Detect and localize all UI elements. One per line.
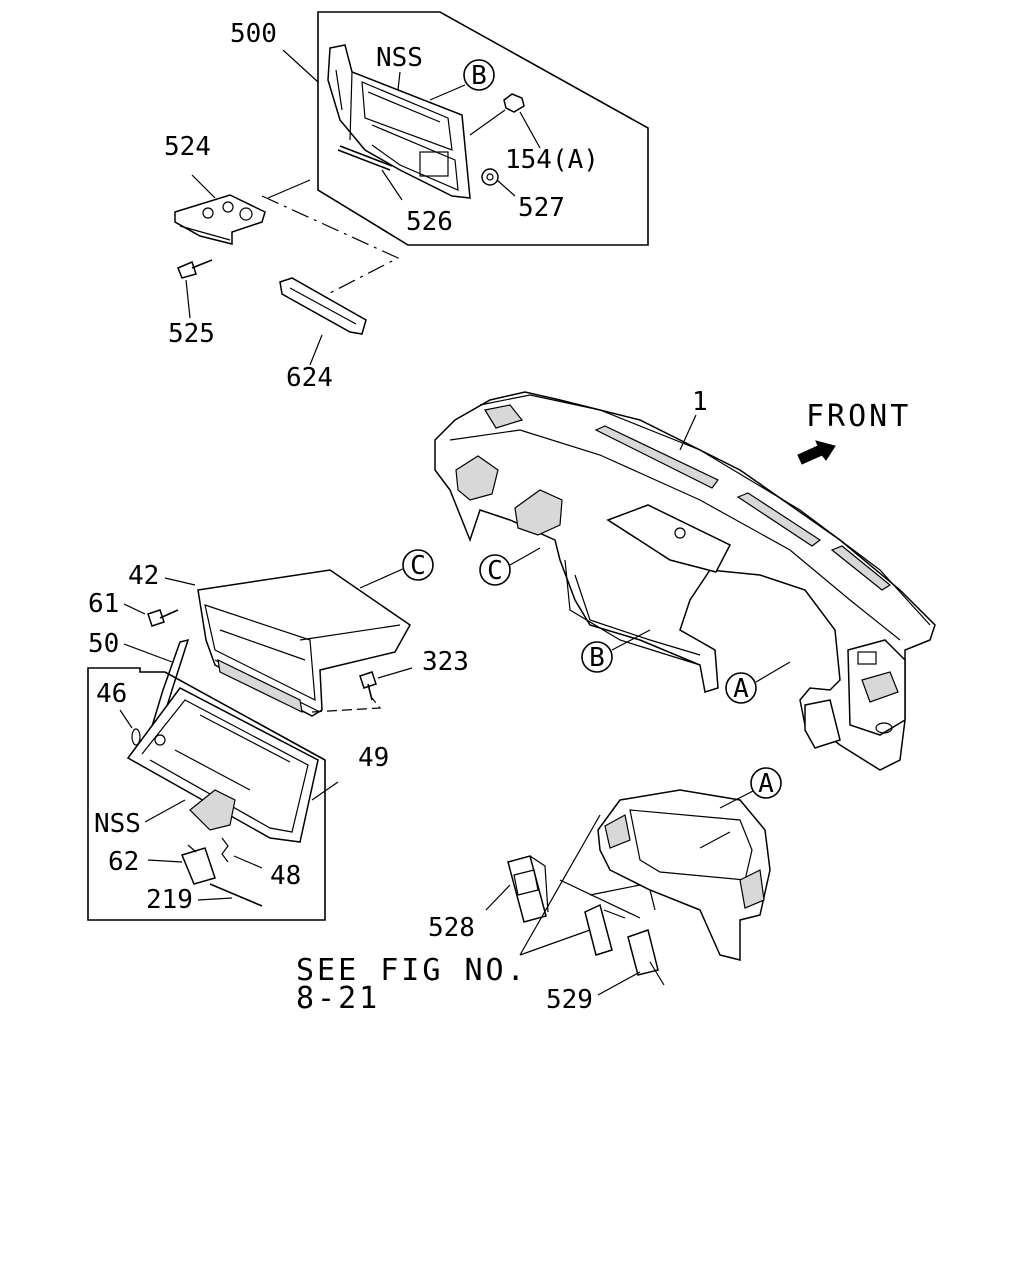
callout-b-top: B <box>463 59 495 91</box>
label-nss-top: NSS <box>376 43 423 73</box>
guide-line-524-624 <box>261 195 400 295</box>
callout-a-cluster-text: A <box>758 769 774 799</box>
assembly-500 <box>282 11 649 246</box>
rod-526 <box>339 145 393 167</box>
label-see-fig-line2: 8-21 <box>296 981 380 1016</box>
switch-528 <box>485 855 549 923</box>
center-panel <box>606 504 732 573</box>
label-624: 624 <box>286 363 333 393</box>
spring-48 <box>221 837 263 869</box>
label-154a: 154(A) <box>505 145 599 175</box>
label-219: 219 <box>146 885 193 915</box>
latch-62 <box>147 844 216 885</box>
defrost-vents <box>594 425 892 591</box>
callout-a-cluster: A <box>750 767 782 799</box>
callout-b-dash-text: B <box>589 643 605 673</box>
dashboard-1 <box>434 391 936 771</box>
label-525: 525 <box>168 319 215 349</box>
callout-a-dash: A <box>725 661 791 704</box>
cluster-bezel <box>597 789 771 961</box>
label-526: 526 <box>406 207 453 237</box>
callout-c-right-text: C <box>487 556 503 586</box>
assembly-500-frame <box>317 11 649 246</box>
label-see-fig-line1: SEE FIG NO. <box>296 953 528 988</box>
label-49: 49 <box>358 743 389 773</box>
center-vents <box>514 489 563 536</box>
screw-525 <box>177 259 213 319</box>
label-61: 61 <box>88 589 119 619</box>
nut-527 <box>481 168 499 186</box>
label-nss-bottom: NSS <box>94 809 141 839</box>
strip-624 <box>279 277 367 366</box>
pin-219 <box>197 883 263 907</box>
bezel-part <box>327 44 471 199</box>
label-500: 500 <box>230 19 277 49</box>
glovebox-lid-49 <box>126 687 339 843</box>
label-527: 527 <box>518 193 565 223</box>
label-524: 524 <box>164 132 211 162</box>
label-48: 48 <box>270 861 301 891</box>
screw-323 <box>311 667 413 713</box>
clip-154 <box>503 93 525 113</box>
callout-c-right: C <box>479 547 541 586</box>
callout-c-left: C <box>402 549 434 581</box>
callout-c-left-text: C <box>410 551 426 581</box>
label-50: 50 <box>88 629 119 659</box>
label-529: 529 <box>546 985 593 1015</box>
label-528: 528 <box>428 913 475 943</box>
label-42: 42 <box>128 561 159 591</box>
callout-b-dash: B <box>581 629 651 673</box>
part-labels: 500 NSS 154(A) 524 527 526 525 624 1 FRO… <box>88 19 911 1016</box>
ring-46 <box>131 728 141 746</box>
label-1: 1 <box>692 387 708 417</box>
side-vent-left <box>455 404 524 501</box>
right-end-panel <box>804 639 906 749</box>
label-front: FRONT <box>806 399 911 434</box>
callout-b-top-text: B <box>471 61 487 91</box>
switch-529 <box>584 903 665 996</box>
label-46: 46 <box>96 679 127 709</box>
callout-a-dash-text: A <box>733 674 749 704</box>
bracket-524 <box>174 174 311 245</box>
label-62: 62 <box>108 847 139 877</box>
glovebox-42 <box>164 567 411 717</box>
screw-61 <box>123 603 179 627</box>
front-indicator <box>797 440 836 465</box>
label-323: 323 <box>422 647 469 677</box>
glovebox-lid-frame <box>87 667 326 921</box>
